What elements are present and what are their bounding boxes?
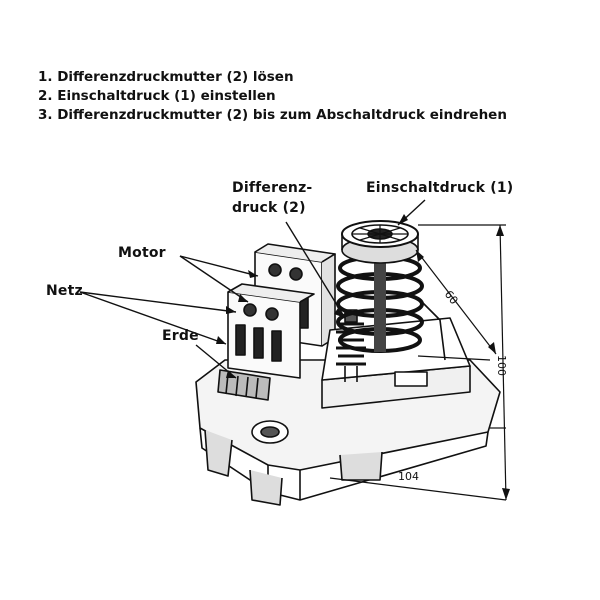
instruction-step-3: 3. Differenzdruckmutter (2) bis zum Absc… [38, 107, 507, 123]
label-differenzdruck-line2: druck (2) [232, 200, 306, 216]
dimension-width-104: 104 [398, 470, 419, 483]
arrowheads [216, 214, 510, 500]
label-netz: Netz [46, 283, 83, 299]
dimension-height-100: 100 [495, 355, 508, 376]
label-differenzdruck-line1: Differenz- [232, 180, 313, 196]
terminal-block-netz [227, 283, 315, 379]
leader-lines [79, 199, 426, 379]
label-einschaltdruck: Einschaltdruck (1) [366, 180, 514, 196]
label-erde: Erde [162, 328, 199, 344]
einschalt-adjusting-nut [341, 220, 419, 264]
dimension-lines [329, 224, 507, 501]
instruction-list: 1. Differenzdruckmutter (2) lösen 2. Ein… [38, 68, 507, 125]
instruction-step-2: 2. Einschaltdruck (1) einstellen [38, 88, 276, 104]
label-motor: Motor [118, 245, 166, 261]
instruction-step-1: 1. Differenzdruckmutter (2) lösen [38, 69, 294, 85]
